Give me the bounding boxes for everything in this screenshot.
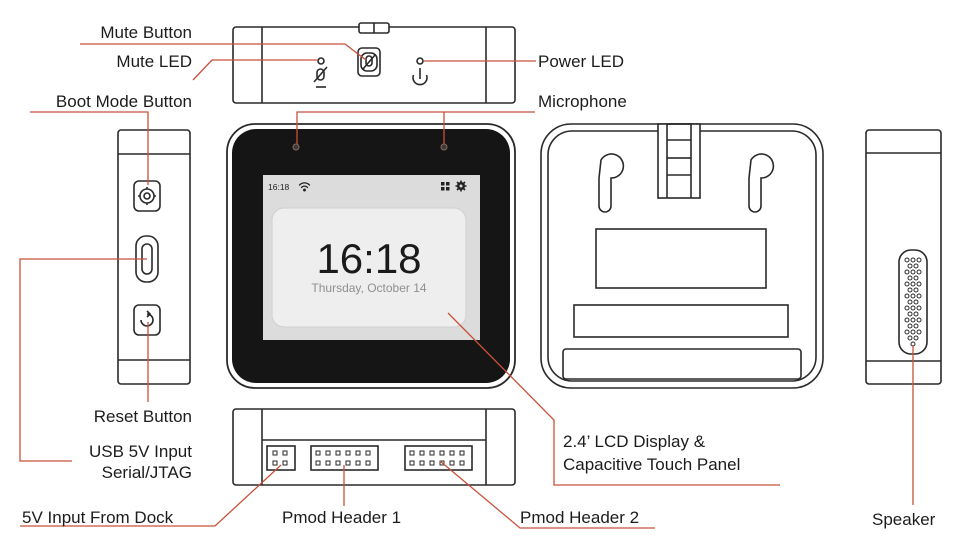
clock-date: Thursday, October 14: [311, 281, 426, 295]
power-led-icon: [416, 57, 424, 65]
leader-boot-mode: [30, 111, 149, 185]
mute-button-icon: [357, 47, 381, 77]
label-power-led: Power LED: [538, 52, 624, 71]
label-pmod-header-2: Pmod Header 2: [520, 508, 640, 527]
pmod-header-2-icon: [404, 445, 473, 471]
label-mute-button: Mute Button: [100, 23, 192, 42]
leader-microphone: [296, 111, 445, 144]
reset-button-icon: [133, 304, 161, 336]
label-usb-serial: Serial/JTAG: [101, 463, 192, 482]
right-side-view: [865, 129, 942, 385]
bottom-view: [232, 408, 516, 486]
keyhole-right-icon: [748, 153, 775, 213]
power-icon: [412, 68, 428, 86]
leader-lines: [19, 43, 914, 529]
top-view: [232, 22, 516, 104]
back-view: [540, 123, 824, 389]
label-microphone: Microphone: [538, 92, 627, 111]
leader-mute-button: [80, 43, 367, 61]
left-side-view: [117, 129, 191, 385]
label-boot-mode-button: Boot Mode Button: [55, 92, 192, 111]
status-bar-time: 16:18: [268, 182, 290, 192]
front-view: 16:18 16:18 Thursday, October 14: [226, 123, 516, 389]
label-speaker: Speaker: [872, 510, 936, 529]
apps-grid-icon: [441, 182, 450, 191]
label-mute-led: Mute LED: [116, 52, 192, 71]
speaker-holes: [904, 257, 922, 347]
label-usb-input: USB 5V Input: [88, 442, 192, 461]
label-reset-button: Reset Button: [93, 407, 192, 426]
leader-lcd: [447, 312, 780, 486]
clock-card: [271, 207, 467, 328]
boot-button-icon: [133, 180, 161, 212]
leader-usb: [19, 258, 147, 462]
clock-time: 16:18: [316, 235, 421, 282]
leader-pmod2: [439, 460, 655, 529]
microphone-hole-left-icon: [292, 143, 300, 151]
keyhole-left-icon: [598, 153, 625, 213]
leader-dock: [20, 464, 282, 527]
mute-led-icon: [317, 57, 325, 65]
leader-mute-led: [192, 59, 318, 81]
microphone-hole-right-icon: [440, 143, 448, 151]
wifi-icon: [298, 182, 311, 192]
dock-input-header-icon: [266, 445, 296, 471]
label-lcd-line2: Capacitive Touch Panel: [563, 455, 741, 474]
label-dock-input: 5V Input From Dock: [22, 508, 174, 527]
header-pins: [272, 450, 465, 466]
label-lcd-line1: 2.4’ LCD Display &: [563, 432, 706, 451]
mic-off-icon: [313, 66, 328, 88]
settings-gear-icon: [455, 180, 467, 192]
label-pmod-header-1: Pmod Header 1: [282, 508, 402, 527]
